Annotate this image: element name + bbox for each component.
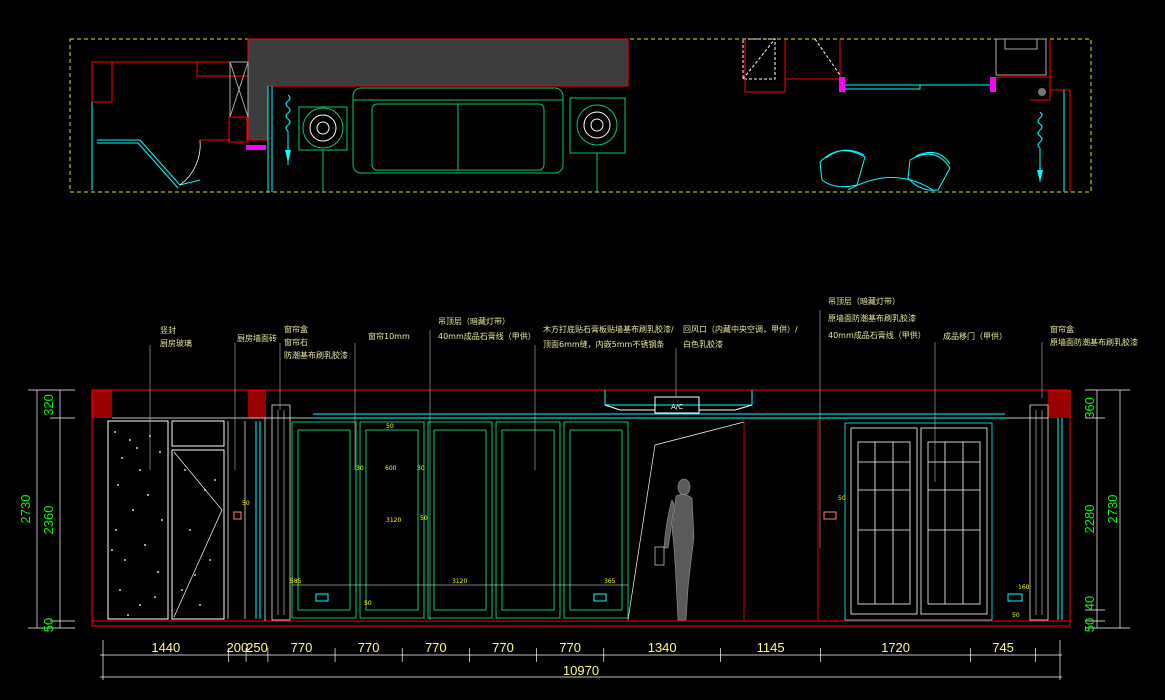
bottom-dimension-label: 745 <box>992 640 1014 655</box>
svg-text:3120: 3120 <box>452 578 467 585</box>
right-top-height: 360 <box>1082 397 1097 419</box>
bottom-dimension-label: 1340 <box>648 640 677 655</box>
svg-text:160: 160 <box>1018 584 1030 591</box>
svg-text:30: 30 <box>417 465 425 472</box>
bottom-dimensions <box>100 640 1062 680</box>
total-width-dimension: 10970 <box>563 663 599 678</box>
kitchen-glass-panel <box>107 420 169 620</box>
annotation-ceiling-right: 吊顶层（暗藏灯带） 原墙面防潮基布刷乳胶漆 40mm成品石膏线（甲供） <box>828 296 926 340</box>
bottom-dimension-label: 200 <box>226 640 248 655</box>
elevation-view <box>91 389 1071 627</box>
wall-panels <box>291 421 629 619</box>
left-dimensions <box>28 389 75 629</box>
bottom-dimension-label: 1440 <box>151 640 180 655</box>
annotation-curtain-box-left: 窗帘盒 窗帘石 防潮基布刷乳胶漆 <box>284 324 348 360</box>
sliding-door <box>844 422 993 621</box>
left-total-height: 2730 <box>18 495 33 524</box>
small-dimension-labels: 50 50 600 30 30 3120 585 365 160 50 50 3… <box>242 423 1030 619</box>
annotation-kitchen-tile: 厨房墙面砖 <box>237 333 277 343</box>
svg-text:50: 50 <box>420 515 428 522</box>
svg-text:50: 50 <box>386 423 394 430</box>
annotation-ceiling-left: 吊顶层（暗藏灯带） 40mm成品石膏线（甲供） <box>438 316 536 341</box>
annotation-sliding-door: 成品移门（甲供） <box>943 331 1007 341</box>
annotation-curtain-box-right: 窗帘盒 原墙面防潮基布刷乳胶漆 <box>1050 324 1138 347</box>
svg-text:50: 50 <box>838 495 846 502</box>
annotations: 竖封 厨房玻璃 厨房墙面砖 窗帘盒 窗帘石 防潮基布刷乳胶漆 窗帘10mm 吊顶… <box>160 296 1138 360</box>
plan-wall-block <box>247 38 629 141</box>
svg-text:30: 30 <box>356 465 364 472</box>
annotation-wall-finish: 木方打底贴石膏板贴墙基布刷乳胶漆/ 顶面6mm缝，内嵌5mm不锈钢条 <box>543 324 676 349</box>
left-top-height: 320 <box>41 394 56 416</box>
human-figure <box>654 478 695 621</box>
annotation-kitchen-glass: 竖封 厨房玻璃 <box>160 325 192 348</box>
bottom-dimension-label: 770 <box>559 640 581 655</box>
bottom-dimension-label: 770 <box>425 640 447 655</box>
bottom-dimension-label: 770 <box>492 640 514 655</box>
bottom-dimension-label: 1145 <box>757 640 785 655</box>
right-dimensions <box>1085 389 1130 629</box>
svg-text:600: 600 <box>385 465 397 472</box>
plan-sofa <box>352 87 564 174</box>
bottom-dimension-label: 250 <box>246 640 268 655</box>
bottom-dimension-label: 1720 <box>881 640 910 655</box>
bottom-dimension-label: 770 <box>291 640 313 655</box>
svg-text:3120: 3120 <box>386 517 401 524</box>
plan-chair-right <box>907 151 951 191</box>
svg-text:50: 50 <box>242 500 250 507</box>
ac-label: A/C <box>671 403 683 411</box>
bottom-dimension-label: 770 <box>358 640 380 655</box>
right-bottom-height: 50 <box>1082 618 1097 632</box>
leader-lines <box>149 310 1043 620</box>
right-lower-height: 40 <box>1082 596 1097 610</box>
right-total-height: 2730 <box>1105 495 1120 524</box>
plan-chair-left <box>819 149 866 188</box>
left-bottom-height: 50 <box>41 618 56 632</box>
svg-text:50: 50 <box>364 600 372 607</box>
annotation-curtain: 窗帘10mm <box>368 331 410 341</box>
left-middle-height: 2360 <box>41 506 56 535</box>
annotation-return-vent: 回风口（内藏中央空调，甲供）/ 白色乳胶漆 <box>683 324 800 349</box>
floor-plan <box>69 38 1092 193</box>
svg-text:585: 585 <box>290 578 302 585</box>
plan-boundary <box>69 38 1092 193</box>
right-middle-height: 2280 <box>1082 505 1097 534</box>
svg-text:365: 365 <box>604 578 616 585</box>
svg-text:50: 50 <box>1012 612 1020 619</box>
